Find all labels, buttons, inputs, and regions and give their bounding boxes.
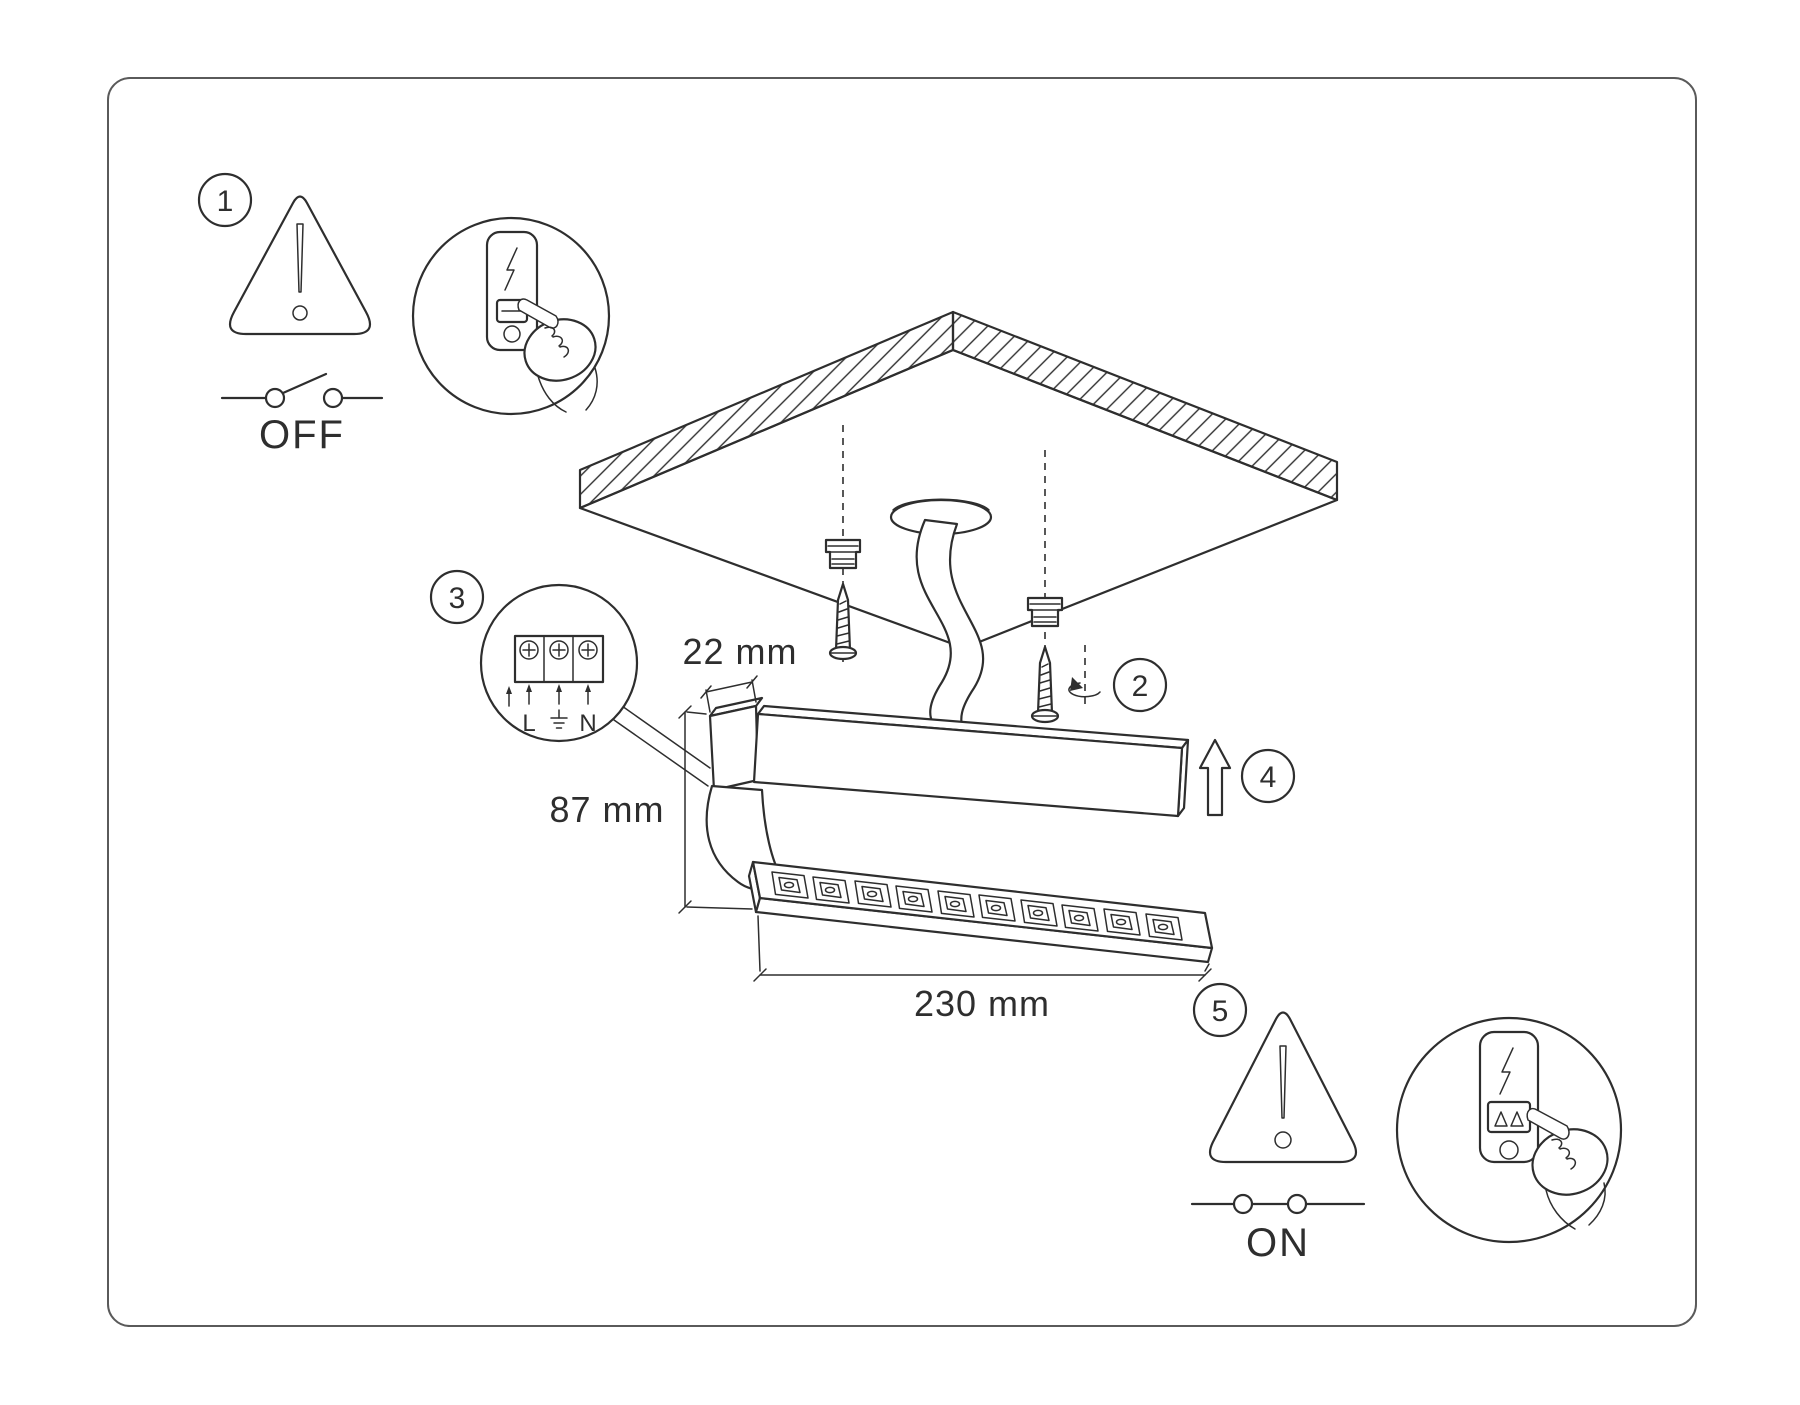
step-2-badge [1112,657,1168,713]
switch-plate-icon [485,230,539,352]
switch-on-detail [1395,1016,1623,1244]
step-3-group: 3 L [429,569,711,787]
screw-icon [1030,645,1060,724]
fixing-hardware-group: 2 [824,425,1168,724]
pressing-hand-icon [1526,1107,1609,1230]
switch-off-detail [411,216,611,416]
step-5-badge-label: 5 [1212,995,1229,1028]
terminal-label-n: N [579,710,596,737]
switch-off-symbol-icon [220,372,384,409]
driver-housing [752,712,1184,818]
screw-icon [828,582,858,661]
warning-triangle-icon [1208,1011,1358,1164]
canopy-bracket [708,704,760,792]
leader-line [613,719,709,787]
terminal-block-icon [513,634,605,684]
lift-arrow-icon [1198,738,1232,817]
step-4-badge-label: 4 [1260,761,1277,794]
wall-anchor-icon [824,538,862,570]
dim-230mm-label: 230 mm [914,983,1050,1024]
on-label: ON [1246,1221,1310,1265]
rotation-arrow-icon [1068,645,1101,708]
step-3-badge [429,569,485,625]
step-5-group: 5 ON [1190,982,1623,1265]
lightning-icon [504,247,518,291]
dim-87mm-label: 87 mm [549,789,664,830]
wall-anchor-icon [1026,596,1064,628]
leader-line [621,705,711,769]
pressing-hand-icon [517,298,598,413]
step-3-badge-label: 3 [449,582,466,615]
dimension-22mm: 22 mm [682,631,797,713]
terminal-label-l: L [522,710,535,737]
lightning-icon [1499,1047,1514,1095]
switch-on-symbol-icon [1190,1193,1366,1215]
dim-22mm-label: 22 mm [682,631,797,672]
dimension-230mm: 230 mm [753,915,1212,1024]
step-2-badge-label: 2 [1132,670,1149,703]
earth-ground-icon [550,709,568,729]
wire-pins [506,684,591,707]
panel-edge-hatch-right [951,310,1339,502]
detail-circle [479,583,639,743]
detail-circle [1395,1016,1623,1244]
step-1-group: 1 OFF [197,172,611,457]
step-5-badge [1192,982,1248,1038]
warning-triangle-icon [228,195,372,336]
detail-circle [411,216,611,416]
step-1-badge-label: 1 [217,185,234,218]
step-1-badge [197,172,253,228]
switch-plate-icon [1478,1030,1540,1164]
luminaire [705,696,1214,964]
page-border [107,77,1697,1327]
ceiling-panel [578,310,1339,735]
off-label: OFF [259,413,345,457]
step-4-badge [1240,748,1296,804]
dimension-87mm: 87 mm [549,705,753,914]
terminal-block-detail: L N [479,583,639,743]
step-4-group: 4 [1198,738,1296,817]
